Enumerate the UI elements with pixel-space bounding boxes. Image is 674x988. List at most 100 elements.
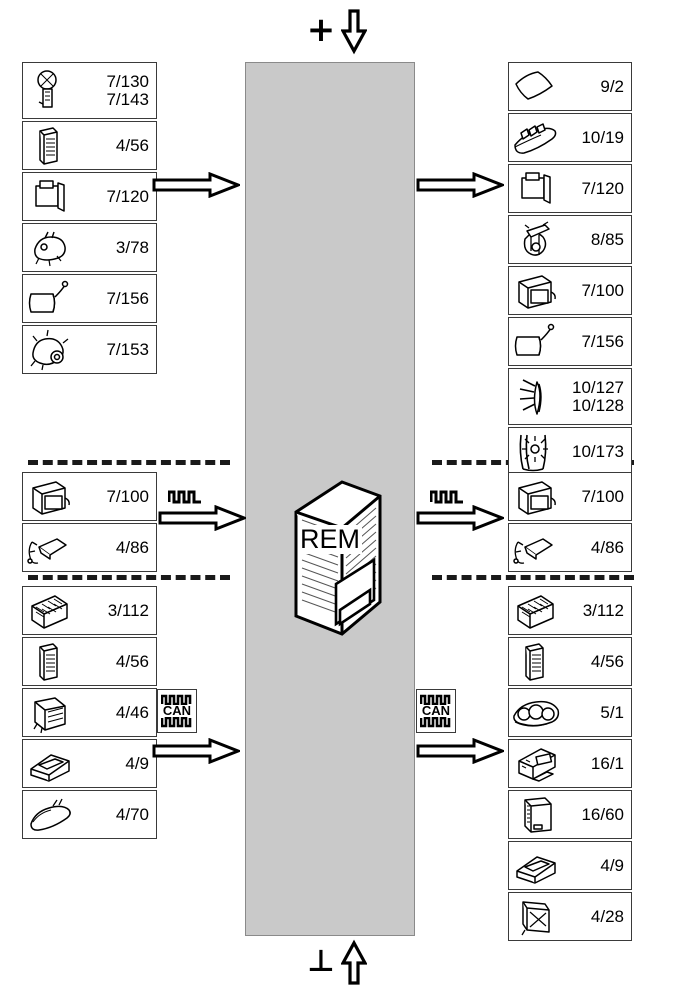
component-box[interactable]: 4/56 [22, 121, 157, 170]
component-box[interactable]: 4/56 [508, 637, 632, 686]
rem-control-module-icon [292, 476, 384, 640]
component-box[interactable]: 10/173 [508, 427, 632, 476]
component-box[interactable]: 9/2 [508, 62, 632, 111]
cable-connector-icon [23, 525, 75, 570]
right-mid-component-group: 7/100 4/86 [508, 472, 632, 574]
can-arrow-right-bottom [416, 738, 504, 764]
component-code-label: 9/2 [600, 76, 624, 96]
rem-module-label: REM [298, 524, 362, 554]
component-box[interactable]: 16/1 [508, 739, 632, 788]
component-box[interactable]: 4/56 [22, 637, 157, 686]
component-code-label: 7/100 [106, 486, 149, 506]
fuel-pump-sender-icon [23, 68, 75, 113]
component-box[interactable]: 7/156 [508, 317, 632, 366]
component-box[interactable]: 4/86 [22, 523, 157, 572]
component-code-label: 4/56 [115, 135, 149, 155]
can-label: CAN [162, 703, 192, 718]
component-box[interactable]: 4/9 [22, 739, 157, 788]
left-top-component-group: 7/130 7/143 4/56 7/120 3/78 7/156 7/153 [22, 62, 157, 376]
wiper-motor-icon [23, 225, 75, 270]
up-arrow-icon [340, 939, 367, 985]
component-code-label: 7/130 7/143 [106, 72, 149, 109]
component-code-label: 4/86 [115, 537, 149, 557]
component-code-label: 3/112 [107, 600, 149, 620]
component-box[interactable]: 4/70 [22, 790, 157, 839]
square-actuator-icon [23, 474, 75, 519]
pulse-signal-icon-left [168, 488, 202, 504]
component-box[interactable]: 7/153 [22, 325, 157, 374]
door-lamp-icon [509, 429, 561, 474]
control-unit-icon [23, 690, 75, 735]
instrument-cluster-icon [509, 690, 561, 735]
component-box[interactable]: 10/127 10/128 [508, 368, 632, 425]
component-box[interactable]: 3/78 [22, 223, 157, 272]
component-code-label: 16/1 [590, 753, 624, 773]
component-code-label: 7/120 [106, 186, 149, 206]
component-box[interactable]: 4/86 [508, 523, 632, 572]
cable-connector-icon [509, 525, 561, 570]
component-box[interactable]: 3/112 [508, 586, 632, 635]
can-bus-badge-right: CAN [416, 689, 456, 733]
left-bottom-component-group: 3/112 4/56 4/46 4/9 4/70 [22, 586, 157, 841]
can-arrow-left-bottom [152, 738, 240, 764]
component-box[interactable]: 4/9 [508, 841, 632, 890]
can-wave-top-icon [161, 694, 193, 705]
down-arrow-icon [341, 9, 368, 55]
component-code-label: 4/9 [125, 753, 149, 773]
component-code-label: 7/153 [106, 339, 149, 359]
relay-module-icon [509, 639, 561, 684]
component-code-label: 4/46 [115, 702, 149, 722]
component-box[interactable]: 16/60 [508, 790, 632, 839]
component-code-label: 7/156 [106, 288, 149, 308]
fuel-filler-flap-icon [509, 166, 561, 211]
component-code-label: 5/1 [600, 702, 624, 722]
door-control-module-icon [509, 894, 561, 939]
component-code-label: 4/9 [600, 855, 624, 875]
relay-module-icon [23, 123, 75, 168]
component-code-label: 10/127 10/128 [572, 378, 624, 415]
square-actuator-icon [509, 268, 561, 313]
component-code-label: 16/60 [581, 804, 624, 824]
component-code-label: 7/120 [581, 178, 624, 198]
component-code-label: 4/28 [590, 906, 624, 926]
component-box[interactable]: 7/120 [22, 172, 157, 221]
component-box[interactable]: 7/100 [508, 266, 632, 315]
lamp-housing-icon [509, 843, 561, 888]
component-box[interactable]: 8/85 [508, 215, 632, 264]
component-code-label: 10/19 [581, 127, 624, 147]
component-code-label: 8/85 [590, 229, 624, 249]
component-box[interactable]: 4/28 [508, 892, 632, 941]
component-code-label: 4/56 [115, 651, 149, 671]
component-box[interactable]: 4/46 [22, 688, 157, 737]
ground-symbol: ⊥ [0, 938, 674, 986]
pulse-signal-icon-right [430, 488, 464, 504]
can-wave-bottom-icon [420, 717, 452, 728]
component-box[interactable]: 3/112 [22, 586, 157, 635]
component-code-label: 4/86 [590, 537, 624, 557]
signal-arrow-right-top [416, 172, 504, 198]
group-separator-left-lower [28, 575, 230, 580]
right-bottom-component-group: 3/112 4/56 5/1 16/1 16/60 4/9 4/28 [508, 586, 632, 943]
component-box[interactable]: 7/100 [508, 472, 632, 521]
fuel-filler-flap-icon [23, 174, 75, 219]
signal-arrow-right-mid [416, 505, 504, 531]
square-actuator-icon [509, 474, 561, 519]
component-box[interactable]: 7/120 [508, 164, 632, 213]
signal-arrow-left-top [152, 172, 240, 198]
component-box[interactable]: 10/19 [508, 113, 632, 162]
lamp-housing-icon [23, 741, 75, 786]
component-box[interactable]: 7/130 7/143 [22, 62, 157, 119]
component-box[interactable]: 5/1 [508, 688, 632, 737]
plus-sign-label: + [306, 10, 336, 50]
component-box[interactable]: 7/100 [22, 472, 157, 521]
component-code-label: 3/112 [582, 600, 624, 620]
can-bus-badge-left: CAN [157, 689, 197, 733]
ground-sign-label: ⊥ [307, 944, 335, 979]
component-code-label: 4/56 [590, 651, 624, 671]
component-code-label: 10/173 [572, 441, 624, 461]
amplifier-module-icon [509, 792, 561, 837]
component-code-label: 4/70 [115, 804, 149, 824]
component-box[interactable]: 7/156 [22, 274, 157, 323]
cylindrical-canister-icon [509, 319, 561, 364]
power-supply-symbol: + [0, 6, 674, 58]
